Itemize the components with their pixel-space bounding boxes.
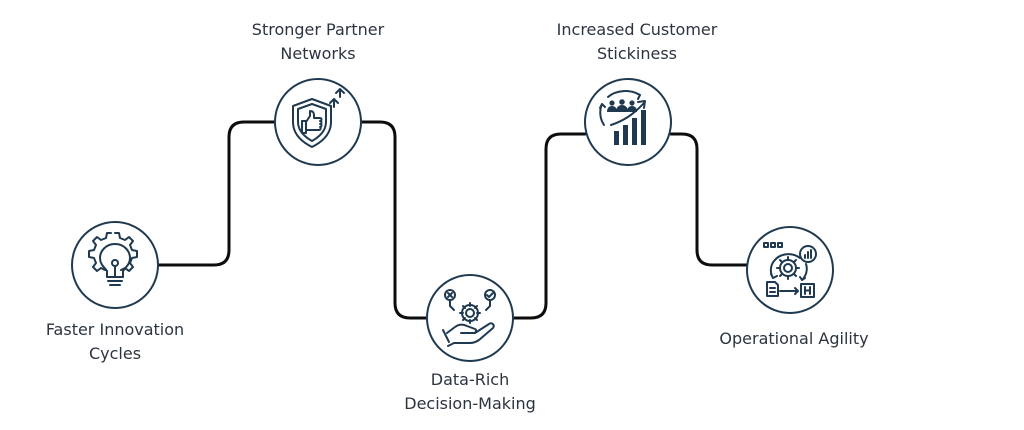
workflow-gear-cycle-icon [763,242,817,298]
label-operational-agility: Operational Agility [719,327,868,351]
node-data-rich-decision-making [426,274,514,362]
node-stronger-partner-networks [274,78,362,166]
label-data-rich-decision-making: Data-Rich Decision-Making [404,368,536,416]
label-line: Faster Innovation [45,320,185,339]
connector-2-3 [359,120,429,320]
label-line: Operational Agility [719,329,869,348]
label-line: Stickiness [596,44,678,63]
connector-4-5 [669,132,749,267]
label-line: Networks [280,44,356,63]
hand-gear-decision-icon [442,289,496,347]
label-line: Data-Rich [430,370,510,389]
node-increased-customer-stickiness [584,78,672,166]
connector-1-2 [156,120,277,267]
label-increased-customer-stickiness: Increased Customer Stickiness [557,18,718,66]
lightbulb-gear-icon [88,232,138,286]
label-line: Increased Customer [556,20,718,39]
label-faster-innovation-cycles: Faster Innovation Cycles [46,318,184,366]
label-line: Stronger Partner [251,20,385,39]
shield-thumbs-up-icon [292,88,345,148]
connector-3-4 [511,132,587,320]
customers-growth-chart-icon [599,90,646,145]
label-line: Decision-Making [404,394,536,413]
node-operational-agility [746,226,834,314]
label-stronger-partner-networks: Stronger Partner Networks [252,18,384,66]
node-faster-innovation-cycles [71,221,159,309]
label-line: Cycles [88,344,142,363]
